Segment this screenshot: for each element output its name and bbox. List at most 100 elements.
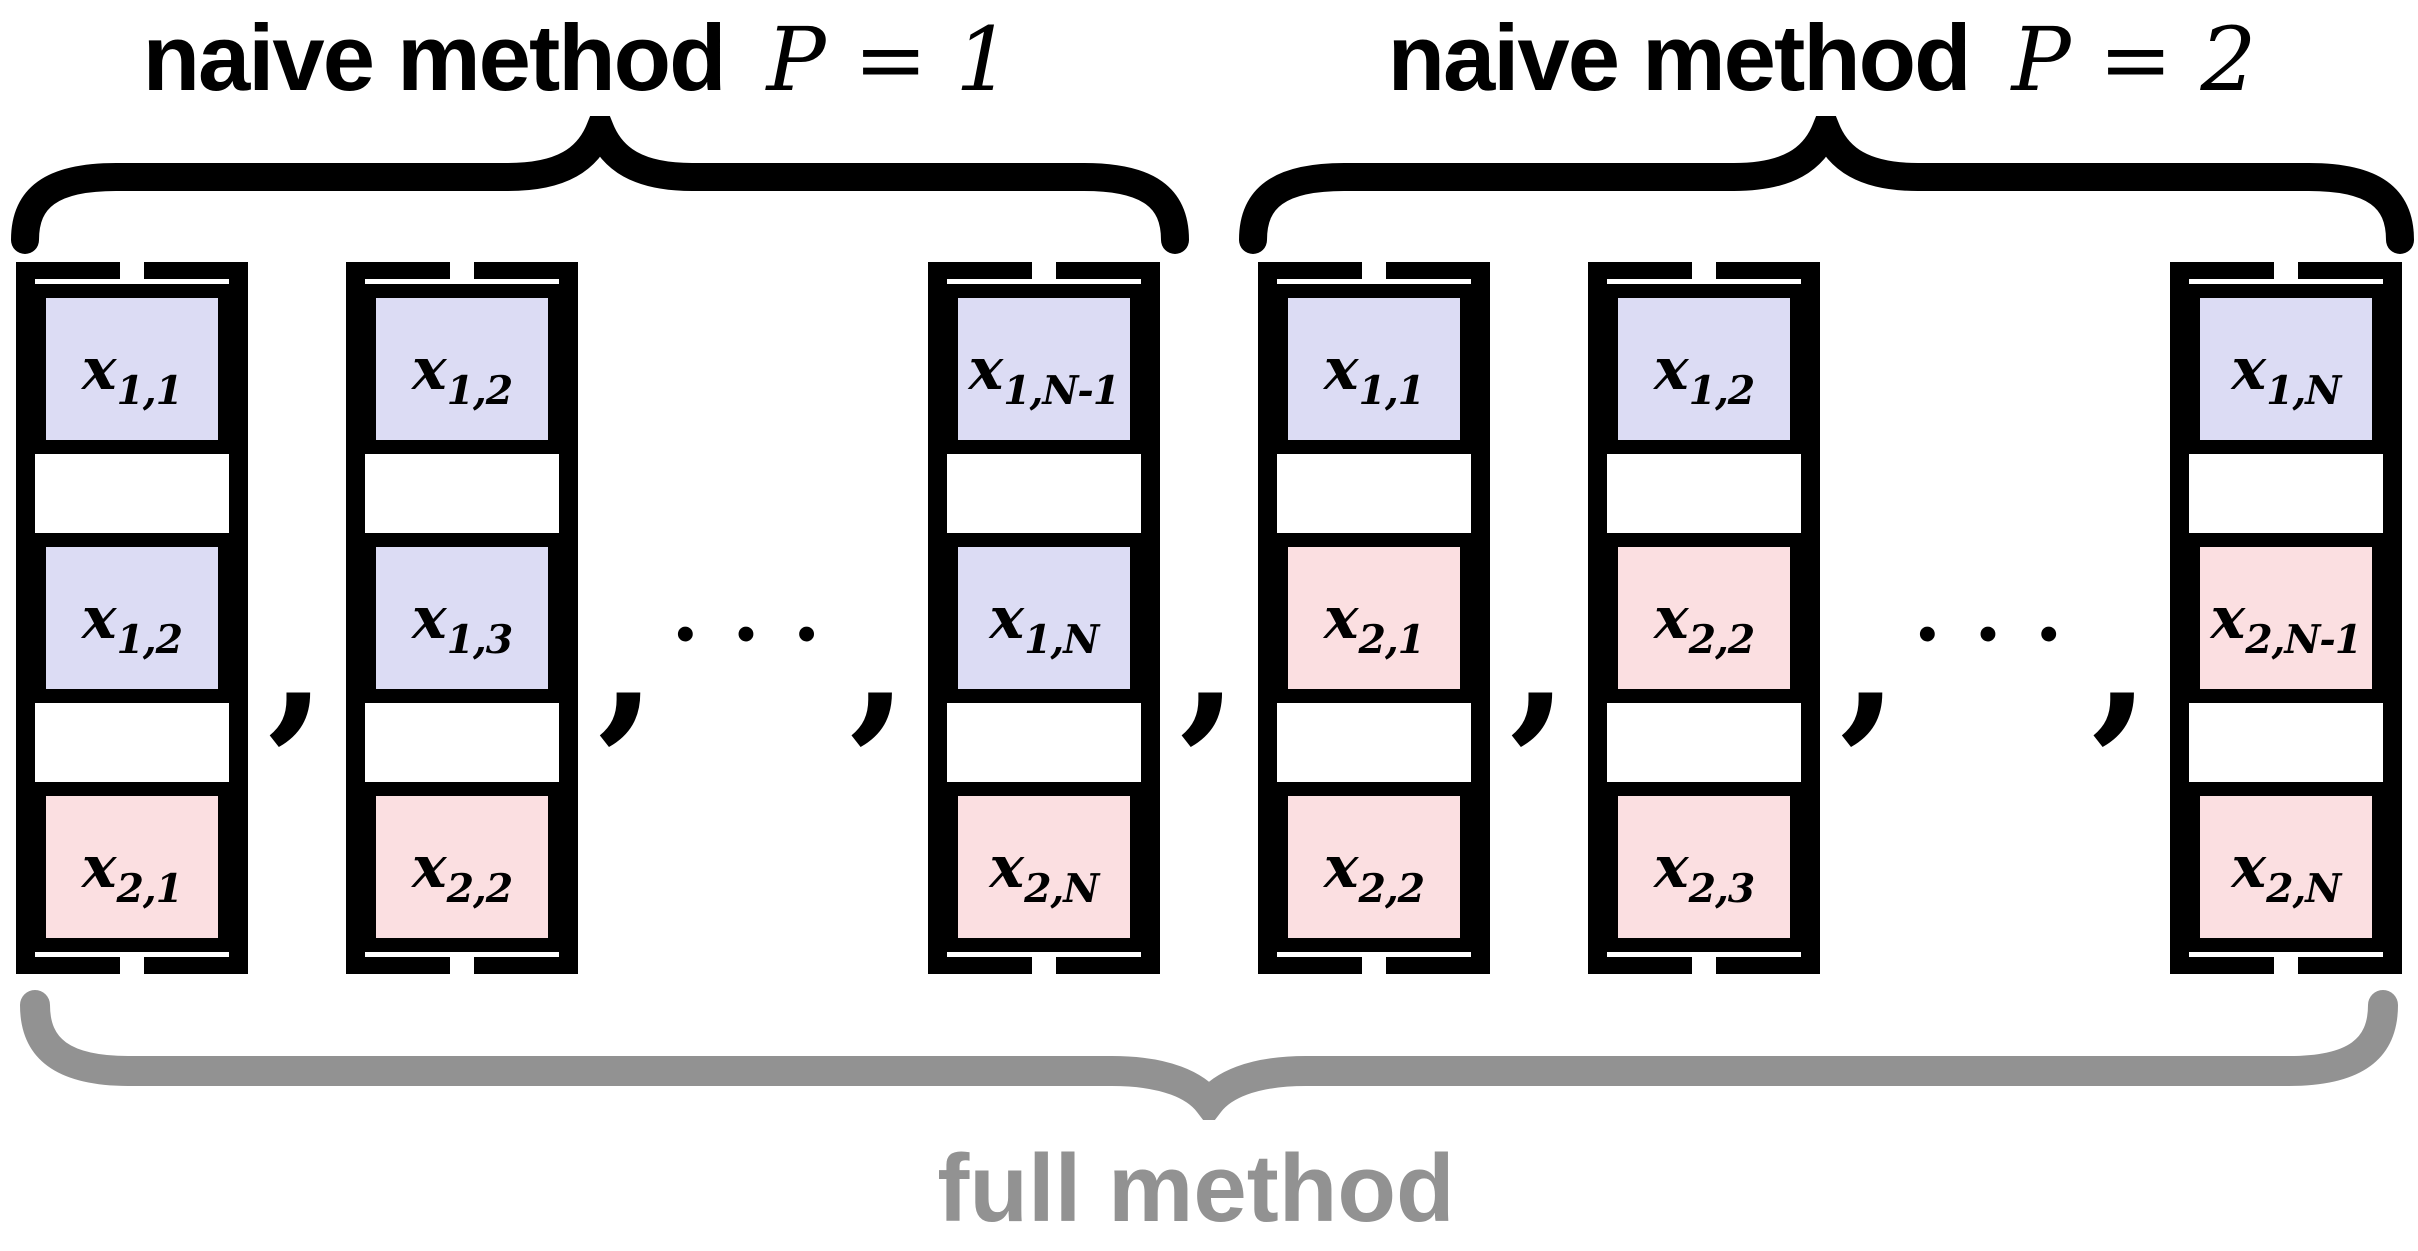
cell-variable: x: [1323, 335, 1359, 403]
cell-label: x1,2: [1654, 340, 1755, 411]
separator-dots: • • •: [1918, 605, 2072, 663]
cell-subscript: 1,N: [1024, 616, 1099, 663]
cell-variable: x: [81, 584, 117, 652]
cell-label: x1,N: [989, 589, 1099, 660]
cell-variable: x: [2231, 833, 2267, 901]
cell-subscript: 1,N: [2266, 367, 2341, 414]
vector-cell-blue: x1,2: [32, 533, 232, 703]
cell-label: x2,N: [989, 838, 1099, 909]
cell-variable: x: [81, 335, 117, 403]
vector-cell-pink: x2,N: [943, 782, 1144, 952]
cell-variable: x: [1323, 584, 1359, 652]
cell-label: x1,3: [412, 589, 513, 660]
cell-subscript: 1,2: [116, 616, 184, 663]
cell-label: x2,3: [1654, 838, 1755, 909]
cell-variable: x: [989, 584, 1025, 652]
cell-subscript: 2,N-1: [2245, 616, 2362, 663]
bracket-left: [16, 262, 120, 974]
cell-subscript: 1,2: [446, 367, 514, 414]
bracket-left: [1588, 262, 1693, 974]
cell-variable: x: [1654, 833, 1689, 901]
cell-variable: x: [2231, 335, 2267, 403]
cell-label: x1,N: [2232, 340, 2342, 411]
overbrace-p2: [1239, 116, 2414, 254]
cell-variable: x: [1654, 584, 1689, 652]
separator-dots: • • •: [676, 605, 830, 663]
cell-subscript: 2,2: [1688, 616, 1756, 663]
cell-label: x1,2: [82, 589, 183, 660]
cell-subscript: 2,1: [116, 865, 184, 912]
cell-variable: x: [412, 833, 447, 901]
vector-cell-blue: x1,N-1: [943, 284, 1144, 454]
cell-variable: x: [989, 833, 1025, 901]
vector-cell-pink: x2,2: [1604, 533, 1805, 703]
vector-cell-pink: x2,N-1: [2185, 533, 2386, 703]
cell-variable: x: [2210, 584, 2246, 652]
cell-label: x1,1: [82, 340, 183, 411]
cell-variable: x: [412, 335, 447, 403]
vector-cell-blue: x1,1: [32, 284, 232, 454]
cell-label: x1,1: [1324, 340, 1425, 411]
bracket-left: [1258, 262, 1363, 974]
naive-method-p2-param: P = 2: [2011, 8, 2257, 111]
vector-cell-blue: x1,3: [362, 533, 563, 703]
cell-subscript: 2,1: [1358, 616, 1426, 663]
vector-cell-blue: x1,N: [943, 533, 1144, 703]
naive-method-p1-param: P = 1: [766, 8, 1012, 111]
cell-label: x2,N-1: [2211, 589, 2363, 660]
cell-subscript: 2,2: [446, 865, 514, 912]
bracket-left: [346, 262, 451, 974]
bracket-right: [474, 262, 579, 974]
cell-variable: x: [1654, 335, 1689, 403]
vector-cell-blue: x1,1: [1274, 284, 1475, 454]
cell-label: x2,2: [1324, 838, 1425, 909]
vector-cell-pink: x2,N: [2185, 782, 2386, 952]
cell-subscript: 1,2: [1688, 367, 1756, 414]
vector-cell-pink: x2,2: [362, 782, 563, 952]
cell-subscript: 2,2: [1358, 865, 1426, 912]
bracket-right: [144, 262, 248, 974]
cell-variable: x: [968, 335, 1004, 403]
cell-label: x2,1: [1324, 589, 1425, 660]
vector-cell-blue: x1,2: [1604, 284, 1805, 454]
overbrace-p1: [11, 116, 1189, 254]
bracket-left: [2169, 262, 2274, 974]
cell-subscript: 2,3: [1688, 865, 1756, 912]
vector-cell-pink: x2,1: [32, 782, 232, 952]
bracket-right: [2297, 262, 2402, 974]
cell-label: x2,2: [1654, 589, 1755, 660]
cell-subscript: 1,N-1: [1003, 367, 1120, 414]
naive-method-p1-text: naive method: [142, 5, 727, 110]
vector-cell-pink: x2,2: [1274, 782, 1475, 952]
cell-label: x2,2: [412, 838, 513, 909]
bracket-left: [927, 262, 1032, 974]
bracket-right: [1716, 262, 1821, 974]
cell-label: x1,2: [412, 340, 513, 411]
cell-label: x2,N: [2232, 838, 2342, 909]
vector-cell-blue: x1,N: [2185, 284, 2386, 454]
bracket-right: [1386, 262, 1491, 974]
vector-cell-pink: x2,3: [1604, 782, 1805, 952]
vector-cell-blue: x1,2: [362, 284, 563, 454]
naive-method-p2-text: naive method: [1387, 5, 1972, 110]
cell-variable: x: [412, 584, 447, 652]
cell-subscript: 1,1: [1358, 367, 1426, 414]
underbrace-full-method: [20, 990, 2398, 1120]
cell-variable: x: [1323, 833, 1359, 901]
cell-subscript: 1,1: [116, 367, 184, 414]
bracket-right: [1055, 262, 1160, 974]
